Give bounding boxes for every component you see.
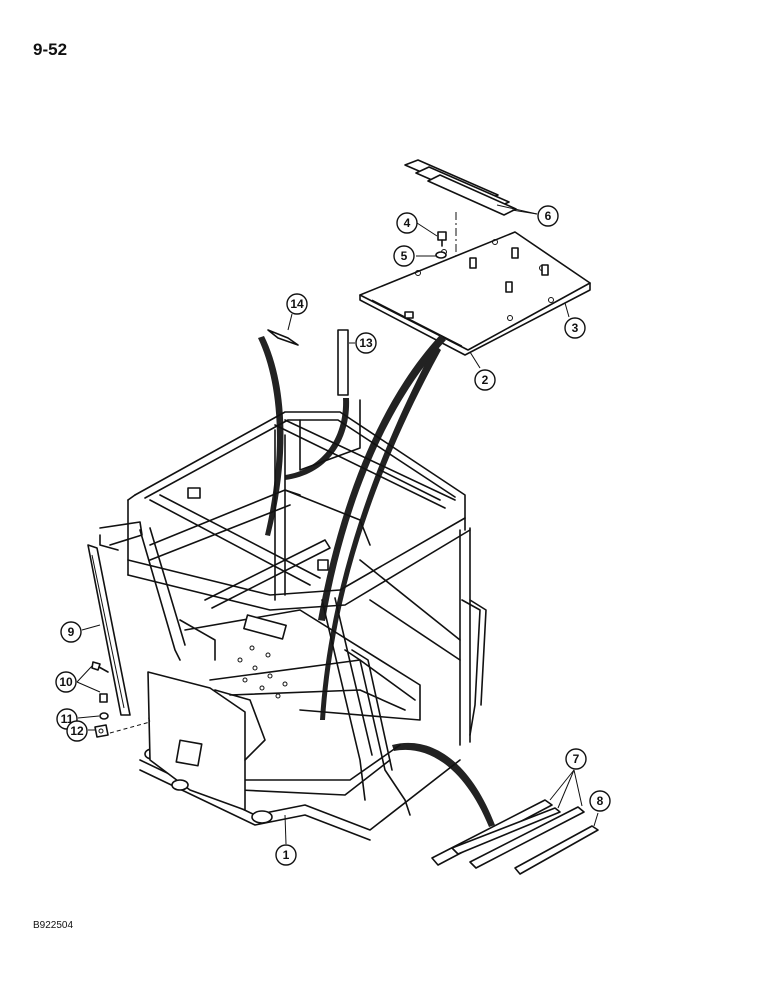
callout-14: 14: [286, 293, 308, 315]
svg-text:8: 8: [597, 794, 604, 808]
callout-10: 10: [55, 671, 77, 693]
bolt-4: [437, 231, 447, 247]
strip-8: [514, 825, 599, 875]
callout-1: 1: [275, 844, 297, 866]
svg-text:2: 2: [482, 373, 489, 387]
svg-text:3: 3: [572, 321, 579, 335]
callout-2: 2: [474, 369, 496, 391]
svg-text:1: 1: [283, 848, 290, 862]
washer-5: [435, 251, 447, 259]
decal-13: [337, 329, 349, 396]
svg-text:13: 13: [359, 336, 373, 350]
side-rail-9: [87, 544, 131, 716]
callout-4: 4: [396, 212, 418, 234]
svg-text:11: 11: [61, 712, 74, 726]
callout-3: 3: [564, 317, 586, 339]
svg-text:9: 9: [68, 625, 75, 639]
callout-6: 6: [537, 205, 559, 227]
mounting-plate-3: [359, 231, 591, 356]
callout-8: 8: [589, 790, 611, 812]
cab-frame-1: [99, 399, 487, 841]
svg-text:10: 10: [59, 675, 73, 689]
svg-text:6: 6: [545, 209, 552, 223]
leader-lines: [76, 204, 599, 845]
bracket-12: [94, 715, 151, 738]
strip-set-6: [404, 159, 517, 340]
svg-text:12: 12: [70, 724, 84, 738]
figure-code: B922504: [33, 920, 74, 931]
callout-5: 5: [393, 245, 415, 267]
strip-set-7: [431, 799, 585, 869]
callout-7: 7: [565, 748, 587, 770]
svg-text:14: 14: [290, 297, 304, 311]
decal-14: [267, 329, 299, 346]
callout-13: 13: [355, 332, 377, 354]
svg-text:7: 7: [573, 752, 580, 766]
svg-text:5: 5: [401, 249, 408, 263]
washer-11: [99, 693, 109, 720]
callout-9: 9: [60, 621, 82, 643]
callout-12: 12: [66, 720, 88, 742]
page-number: 9-52: [33, 40, 68, 59]
svg-text:4: 4: [404, 216, 411, 230]
bolt-10: [91, 661, 109, 673]
